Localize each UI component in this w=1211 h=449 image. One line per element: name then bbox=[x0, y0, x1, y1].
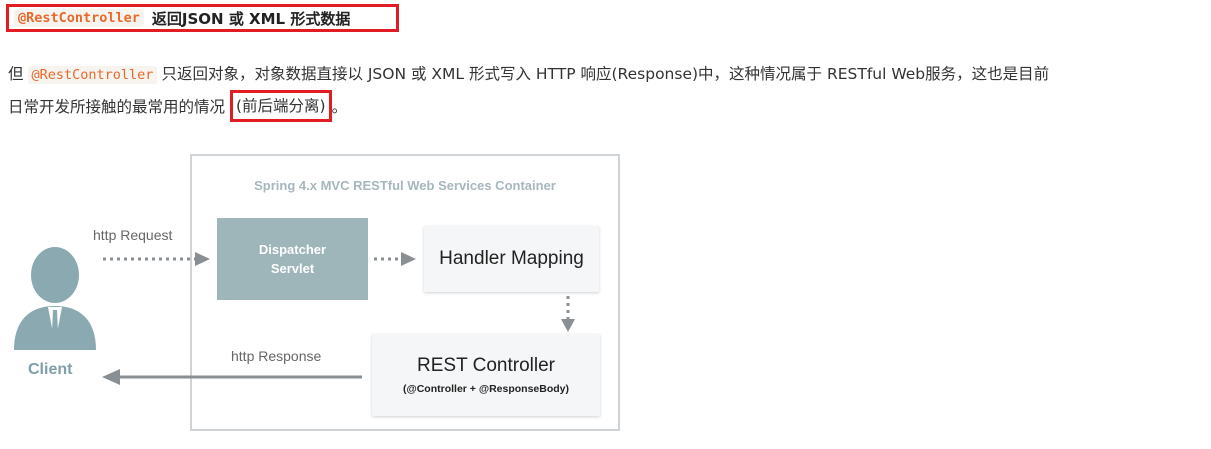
handler-to-controller-arrow bbox=[561, 296, 575, 332]
http-request-label: http Request bbox=[93, 227, 173, 243]
response-arrow bbox=[102, 369, 362, 385]
dispatcher-servlet-box: Dispatcher Servlet bbox=[217, 218, 368, 300]
heading-code: @RestController bbox=[14, 9, 144, 27]
request-arrow bbox=[103, 252, 210, 266]
client-user-icon bbox=[14, 247, 96, 350]
handler-mapping-box: Handler Mapping bbox=[424, 226, 599, 292]
heading-text: 返回JSON 或 XML 形式数据 bbox=[151, 9, 351, 28]
dispatcher-line2: Servlet bbox=[270, 261, 315, 276]
para-line1: 只返回对象，对象数据直接以 JSON 或 XML 形式写入 HTTP 响应(Re… bbox=[161, 65, 1050, 83]
rest-controller-box: REST Controller (@Controller + @Response… bbox=[372, 334, 600, 416]
handler-mapping-label: Handler Mapping bbox=[439, 248, 584, 269]
highlighted-phrase: (前后端分离) bbox=[229, 90, 332, 122]
para-code: @RestController bbox=[27, 66, 158, 84]
client-label: Client bbox=[28, 361, 73, 378]
para-suffix: 。 bbox=[331, 98, 348, 116]
rest-controller-label: REST Controller bbox=[417, 355, 555, 376]
http-response-label: http Response bbox=[231, 348, 322, 364]
dispatcher-line1: Dispatcher bbox=[258, 242, 327, 257]
architecture-diagram: Spring 4.x MVC RESTful Web Services Cont… bbox=[0, 150, 640, 440]
para-line2: 日常开发所接触的最常用的情况 bbox=[8, 98, 226, 116]
diagram-connectors bbox=[14, 247, 575, 385]
container-title: Spring 4.x MVC RESTful Web Services Cont… bbox=[254, 178, 556, 193]
para-prefix: 但 bbox=[8, 65, 24, 83]
dispatch-arrow bbox=[374, 252, 416, 266]
section-heading: @RestController 返回JSON 或 XML 形式数据 bbox=[6, 4, 399, 32]
rest-controller-sub: (@Controller + @ResponseBody) bbox=[402, 383, 570, 395]
